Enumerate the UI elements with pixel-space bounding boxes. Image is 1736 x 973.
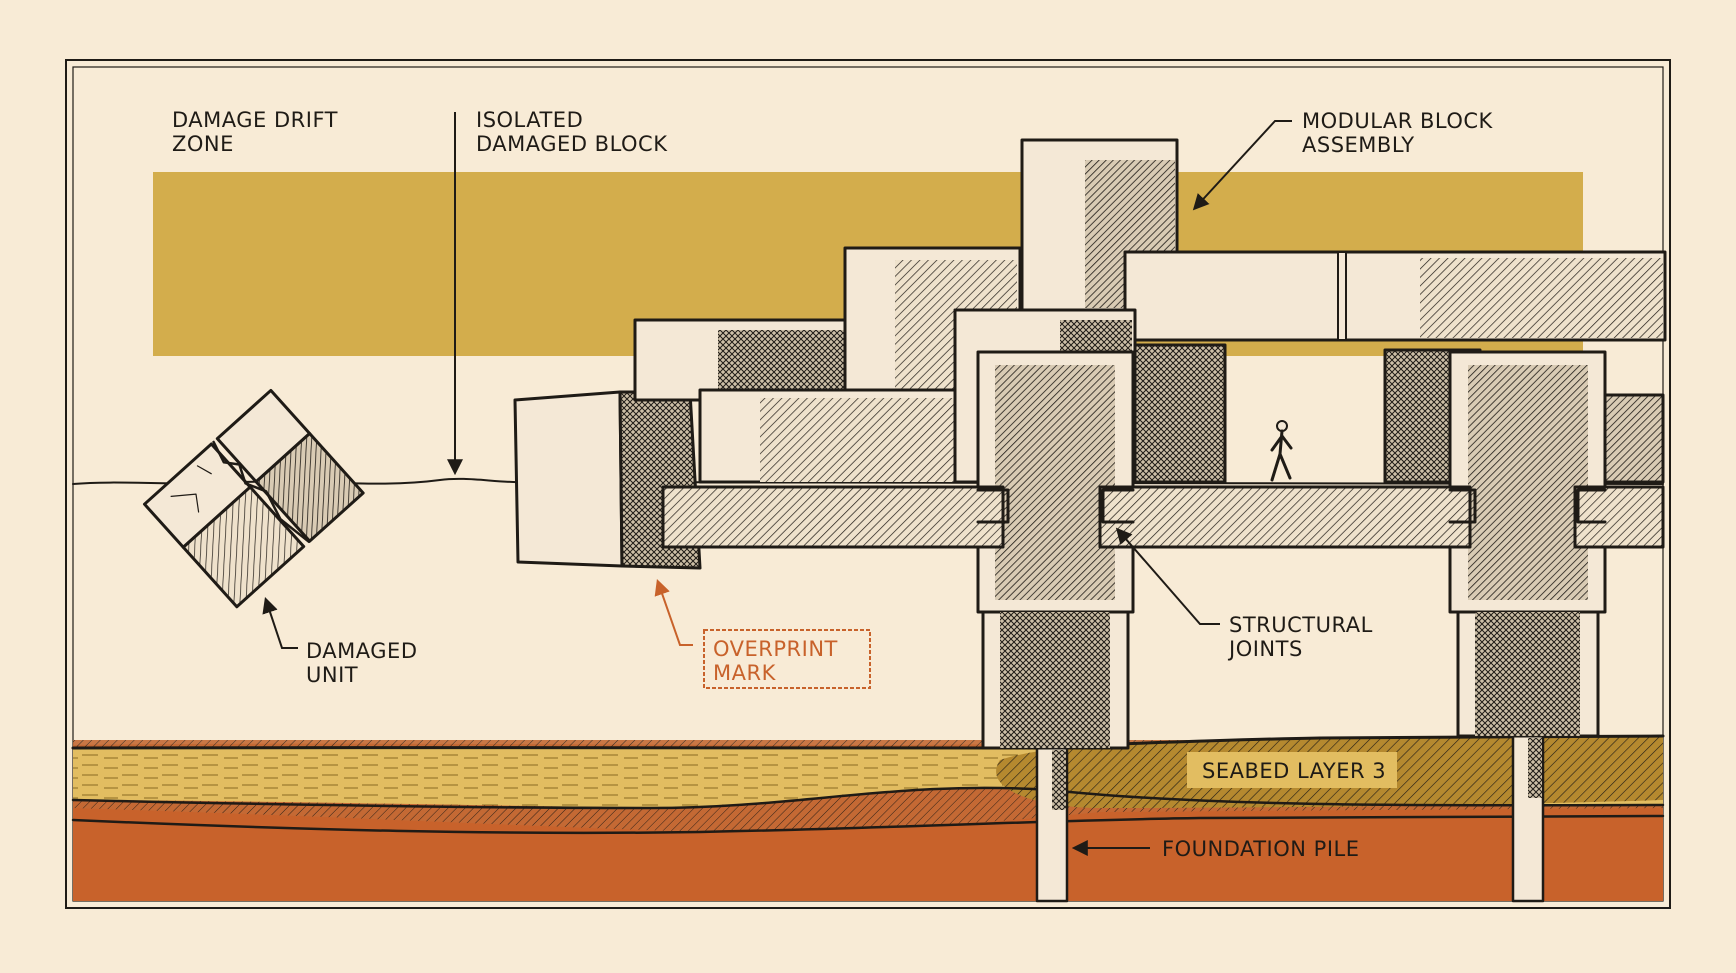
walking-person-icon (1270, 420, 1293, 482)
damage-drift-zone-label-line1: DAMAGE DRIFT (172, 108, 338, 132)
seabed-layer-label-box (1187, 752, 1397, 788)
damaged-unit-crack (212, 440, 311, 544)
overprint-mark-leader (654, 578, 693, 646)
pillar-left-shaft-shade (1000, 612, 1110, 748)
foundation-pile-right-shade (1528, 738, 1542, 798)
isolated-block-front (513, 390, 624, 568)
pillar-left-cap-shade (995, 365, 1115, 600)
outer-frame (65, 59, 1671, 909)
seabed-boundary-line-1 (71, 786, 1665, 810)
block-beam-upper-shade (1420, 258, 1663, 338)
block-mid-left-shade (760, 398, 958, 482)
damaged-unit (142, 388, 365, 609)
deck-right (1573, 485, 1665, 549)
isolated-damaged-block-label-line1: ISOLATED (476, 108, 583, 132)
deck-left (661, 485, 1005, 549)
foundation-pile-left-shade (1052, 750, 1066, 810)
overprint-mark-box (703, 629, 871, 689)
structural-joint-3 (1448, 488, 1477, 524)
damaged-unit-fragment-side (254, 432, 365, 543)
foundation-piles (1035, 734, 1545, 903)
structural-joints-label-line2: JOINTS (1227, 637, 1303, 661)
seabed (71, 734, 1665, 901)
seabed-surface-line (71, 734, 1665, 750)
damage-drift-zone-label-line2: ZONE (172, 132, 234, 156)
damaged-unit-side-face (181, 485, 306, 609)
structural-joints-label-line1: STRUCTURAL (1229, 613, 1373, 637)
overprint-mark-label-line2: MARK (713, 661, 777, 685)
block-mid-far-right (1598, 393, 1665, 484)
structural-joints-leader (1115, 527, 1220, 625)
modular-block-assembly (633, 138, 1667, 750)
pillar-right-shaft-shade (1475, 612, 1580, 736)
foundation-pile-label: FOUNDATION PILE (1162, 837, 1359, 861)
modular-assembly-leader (1192, 120, 1292, 211)
pillar-right-cap-shade (1468, 365, 1588, 600)
isolated-damaged-block-label-line2: DAMAGED BLOCK (476, 132, 668, 156)
seabed-layer-label: SEABED LAYER 3 (1202, 759, 1386, 783)
structural-joint-4 (1576, 488, 1607, 524)
overprint-mark-label-line1: OVERPRINT (713, 637, 838, 661)
structural-joint-2 (1101, 488, 1135, 524)
structural-joint-1 (976, 488, 1010, 524)
damaged-unit-leader (262, 596, 298, 649)
damaged-unit-label-line2: UNIT (306, 663, 358, 687)
damaged-unit-label-line1: DAMAGED (306, 639, 418, 663)
modular-block-assembly-label-line2: ASSEMBLY (1302, 133, 1415, 157)
block-back-1-shade (718, 330, 848, 400)
modular-block-assembly-label-line1: MODULAR BLOCK (1302, 109, 1494, 133)
block-mid-dark (1133, 343, 1227, 484)
damaged-unit-surface-cracks (170, 465, 212, 513)
deck-center (1098, 485, 1472, 549)
block-joint-upper (1337, 251, 1347, 341)
